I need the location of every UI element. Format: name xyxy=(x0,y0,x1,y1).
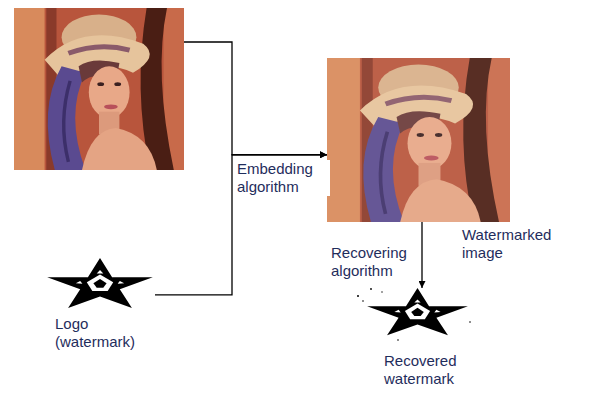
flow-arrow xyxy=(421,222,422,288)
logo-frame: Logo (watermark) xyxy=(45,258,155,313)
watermarked-image xyxy=(327,58,510,222)
flow-arrow xyxy=(184,42,327,155)
node-caption: Watermarked image xyxy=(462,226,572,262)
node-caption: Recovered watermark xyxy=(384,352,484,388)
node-caption: Logo (watermark) xyxy=(55,315,150,351)
original-image xyxy=(14,8,184,170)
image-frame: Watermarked image xyxy=(327,58,510,222)
logo-frame: Recovered watermark xyxy=(365,288,470,340)
edge-label: Embedding algorithm xyxy=(236,160,330,196)
watermark-tint xyxy=(327,58,510,222)
image-frame xyxy=(14,8,184,170)
logo-star xyxy=(47,258,153,308)
noise-speckles xyxy=(357,288,471,341)
edge-label: Recovering algorithm xyxy=(330,244,418,280)
recovered-star xyxy=(367,288,468,335)
